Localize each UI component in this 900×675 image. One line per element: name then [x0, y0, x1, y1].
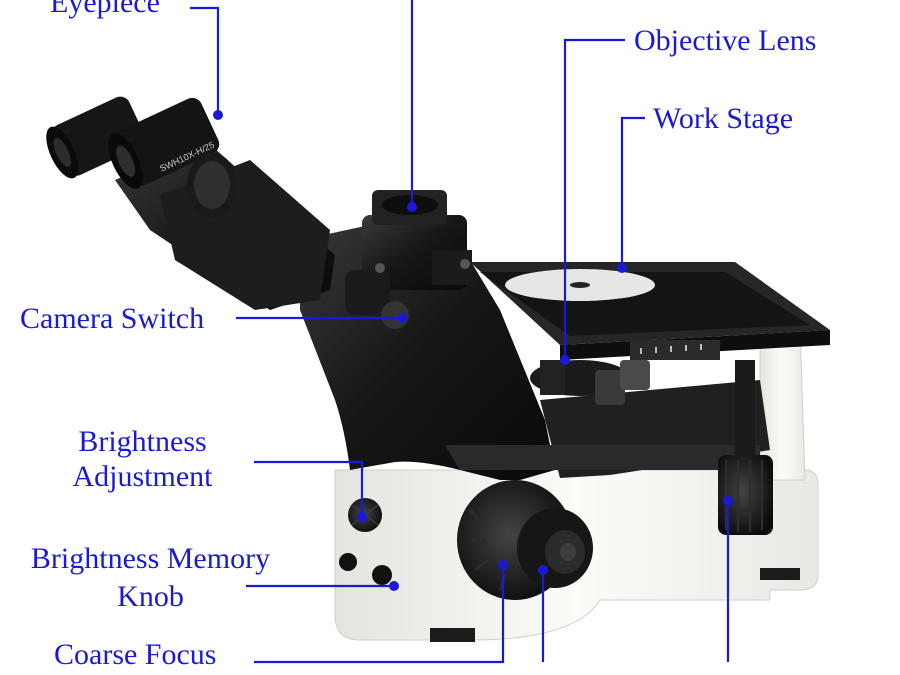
label-brightness-memory-line2: Knob [117, 580, 184, 613]
work-stage [470, 262, 830, 360]
label-brightness-memory-line1: Brightness Memory [30, 542, 271, 575]
label-work-stage: Work Stage [653, 102, 794, 135]
label-camera-switch: Camera Switch [20, 302, 205, 335]
label-eyepiece: Eyepiece [50, 0, 160, 19]
label-brightness-adjustment-line2: Adjustment [72, 460, 213, 493]
eyepiece-tubes: SWH10X-H/25 [46, 96, 335, 310]
trinocular-port [362, 190, 472, 290]
leader-dots [213, 110, 733, 591]
objective-turret [530, 360, 650, 405]
label-coarse-focus: Coarse Focus [54, 638, 217, 671]
label-objective-lens: Objective Lens [634, 24, 817, 57]
leader-lines [190, 0, 730, 664]
label-brightness-adjustment-line1: Brightness [78, 425, 207, 458]
fine-focus-column [718, 360, 773, 535]
